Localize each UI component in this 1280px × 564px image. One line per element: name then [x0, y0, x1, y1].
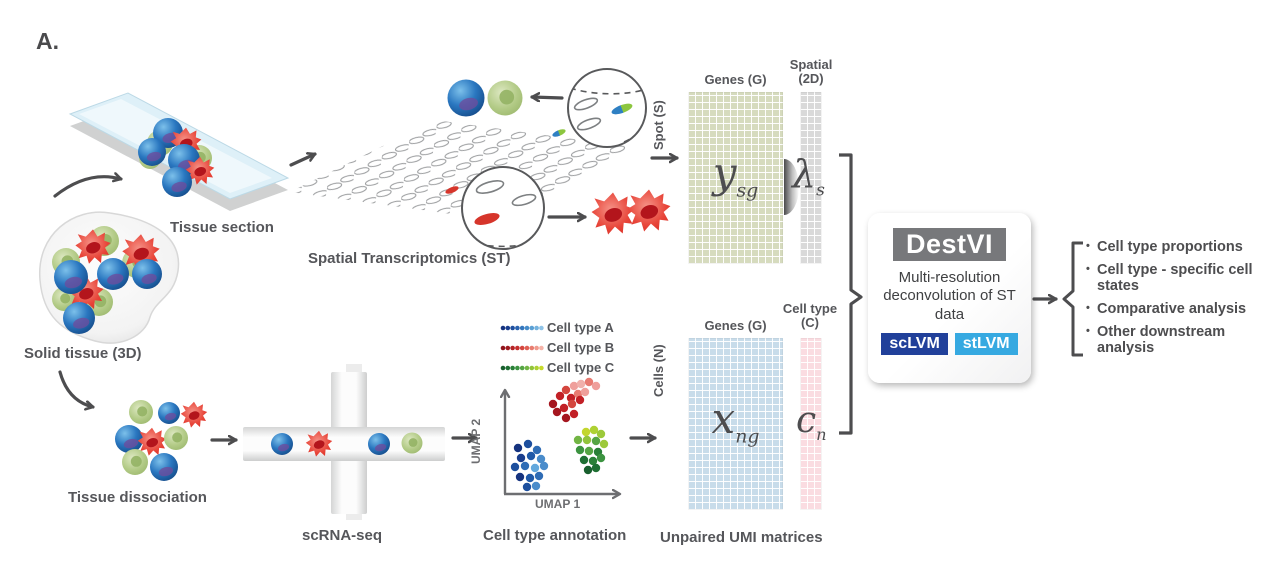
panel-label: A. [36, 28, 59, 54]
celltype-matrix-symbol: cn [796, 400, 827, 445]
st-spot-array [290, 120, 640, 220]
umap-plot [504, 377, 620, 494]
red-spot [445, 186, 459, 194]
st-matrix-col-label: Genes (G) [704, 72, 767, 87]
magnifier-top [567, 68, 647, 148]
sc-matrix-col-label: Genes (G) [704, 318, 767, 333]
solid-tissue-label: Solid tissue (3D) [24, 345, 142, 362]
legend-strip-c [500, 365, 544, 371]
sclvm-badge: scLVM [881, 332, 948, 355]
cell-type-matrix [800, 338, 822, 510]
output-item: Cell type proportions [1086, 239, 1254, 256]
spatial-matrix-symbol: λs [792, 152, 825, 201]
matrices-bracket [839, 153, 863, 435]
st-count-matrix [688, 92, 783, 264]
solid-tissue-blob [39, 211, 180, 344]
outputs-brace [1062, 241, 1083, 357]
st-matrix-symbol: ysg [712, 148, 759, 202]
scrnaseq-label: scRNA-seq [302, 527, 383, 544]
legend-label-c: Cell type C [547, 360, 615, 375]
arrow-tissue-to-slide [53, 177, 123, 198]
sc-matrix-row-label: Cells (N) [651, 344, 666, 397]
legend-strip-b [500, 345, 544, 351]
sc-matrix-symbol: xng [711, 394, 760, 448]
scrnaseq-chip [243, 364, 445, 520]
umap-y-axis-label: UMAP 2 [469, 418, 483, 464]
legend-strip-a [500, 325, 544, 331]
lens-connector [784, 159, 799, 215]
magnifier-bottom [461, 166, 545, 250]
tissue-dissociation-label: Tissue dissociation [68, 489, 207, 506]
umap-cluster-b [548, 377, 601, 423]
output-item: Cell type - specific cell states [1086, 262, 1254, 295]
arrow-magnifier-to-cells [530, 97, 564, 98]
sc-count-matrix [688, 338, 783, 510]
output-item: Comparative analysis [1086, 301, 1254, 318]
arrow-slide-to-array [289, 154, 317, 167]
destvi-subtitle: Multi-resolution deconvolution of ST dat… [883, 269, 1016, 323]
output-item: Other downstream analysis [1086, 324, 1254, 357]
tissue-section-label: Tissue section [170, 219, 274, 236]
spatial-coords-matrix [800, 92, 822, 264]
spatial-transcriptomics-label: Spatial Transcriptomics (ST) [308, 250, 511, 267]
umap-x-axis-label: UMAP 1 [535, 497, 581, 511]
arrow-tissue-to-dissociation [58, 370, 95, 407]
legend-label-b: Cell type B [547, 340, 615, 355]
legend-label-a: Cell type A [547, 320, 614, 335]
celltype-matrix-header: Cell type (C) [782, 301, 838, 331]
dissociated-cells [115, 400, 208, 481]
cell-type-annotation-label: Cell type annotation [483, 527, 627, 544]
umap-cluster-a [510, 439, 549, 492]
destvi-box: DestVI Multi-resolution deconvolution of… [868, 213, 1031, 383]
stlvm-badge: stLVM [954, 332, 1018, 355]
destvi-title: DestVI [892, 228, 1007, 261]
umap-cluster-c [573, 425, 609, 475]
mixed-spot [552, 129, 566, 137]
umi-matrices-caption: Unpaired UMI matrices [660, 529, 823, 546]
outputs-list: Cell type proportions Cell type - specif… [1086, 239, 1254, 363]
spatial-matrix-header: Spatial (2D) [789, 57, 833, 87]
st-matrix-row-label: Spot (S) [651, 100, 666, 150]
